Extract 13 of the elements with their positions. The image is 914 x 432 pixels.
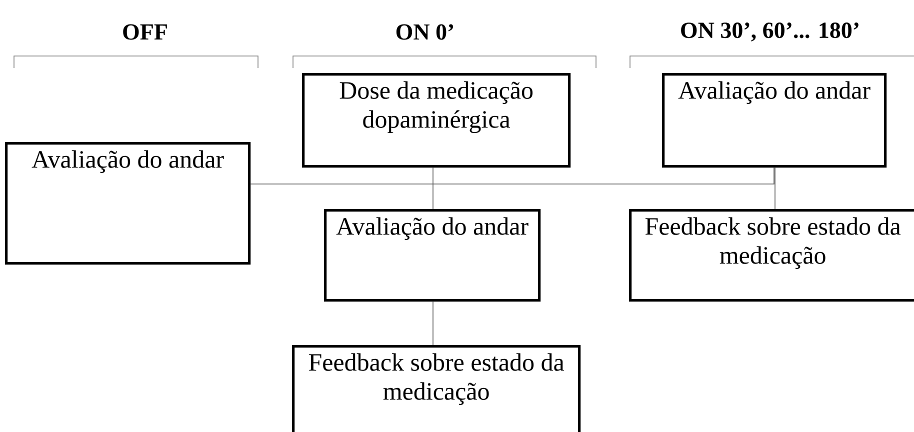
process-box: Avaliação do andar (324, 209, 541, 302)
column-heading: ON 30’, 60’... 180’ (681, 22, 858, 42)
connector-line (432, 301, 434, 346)
connector-line (774, 167, 776, 210)
column-heading: OFF (123, 24, 167, 40)
process-box: Avaliação do andar (5, 142, 251, 265)
process-box: Feedback sobre estado da medicação (292, 345, 581, 432)
process-box: Dose da medicação dopaminérgica (302, 73, 571, 168)
connector-line (432, 167, 434, 210)
connector-line (250, 167, 774, 184)
process-box: Avaliação do andar (662, 73, 887, 168)
column-heading: ON 0’ (396, 24, 454, 40)
process-box: Feedback sobre estado da medicação (629, 209, 914, 302)
